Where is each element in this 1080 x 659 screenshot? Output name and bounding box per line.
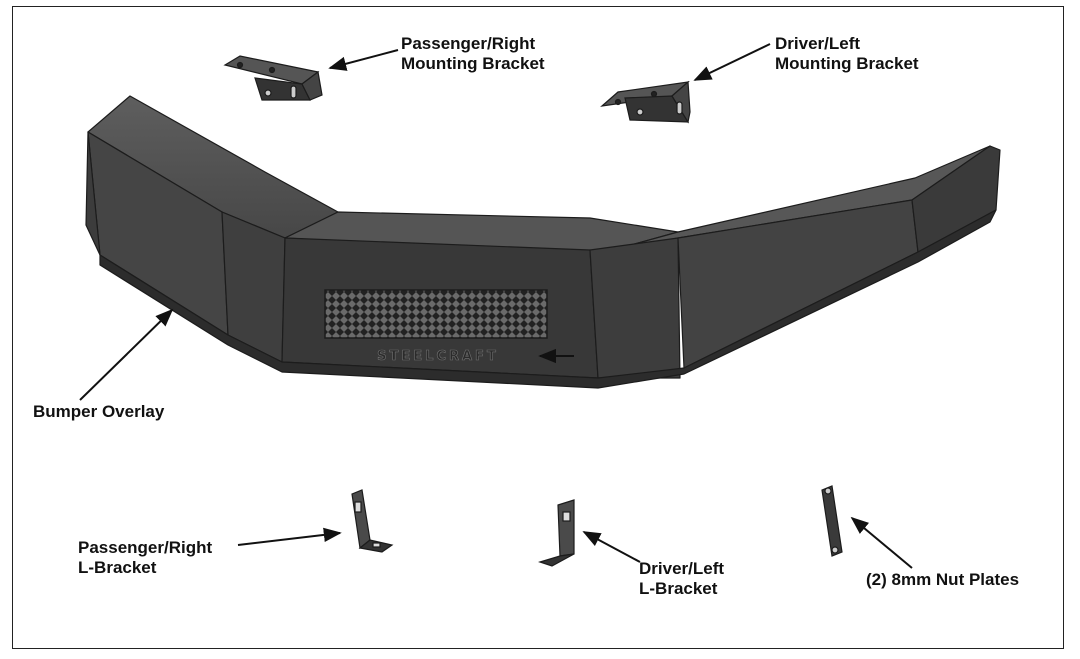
label-line: Driver/Left [639, 559, 725, 578]
label-line: L-Bracket [639, 579, 718, 598]
label-line: Driver/Left [775, 34, 861, 53]
mesh-grille [324, 289, 548, 339]
nut-plate-part [821, 485, 843, 557]
driver-l-bracket-part [538, 499, 575, 567]
label-line: Mounting Bracket [775, 54, 919, 73]
driver-mounting-bracket-label: Driver/Left Mounting Bracket [775, 34, 919, 74]
arrow-driver-mount [693, 43, 771, 81]
passenger-mounting-bracket-label: Passenger/Right Mounting Bracket [401, 34, 545, 74]
label-line: Mounting Bracket [401, 54, 545, 73]
steelcraft-logo: STEELCRAFT [377, 349, 499, 364]
bumper-overlay-label: Bumper Overlay [33, 402, 164, 422]
arrow-driver-lbracket [582, 531, 641, 563]
arrow-passenger-mount [328, 49, 399, 71]
passenger-mounting-bracket-part [223, 55, 323, 101]
bumper-overlay-part [85, 95, 1001, 389]
driver-mounting-bracket-part [600, 80, 691, 124]
label-line: (2) 8mm Nut Plates [866, 570, 1020, 589]
passenger-l-bracket-part [351, 489, 394, 553]
label-line: L-Bracket [78, 558, 157, 577]
arrow-bumper-overlay [79, 308, 174, 401]
label-line: Bumper Overlay [33, 402, 165, 421]
label-line: Passenger/Right [78, 538, 213, 557]
leader-arrows [79, 43, 913, 569]
driver-l-bracket-label: Driver/Left L-Bracket [639, 559, 724, 599]
label-line: Passenger/Right [401, 34, 536, 53]
passenger-l-bracket-label: Passenger/Right L-Bracket [78, 538, 212, 578]
arrow-nut-plates [850, 516, 913, 569]
nut-plates-label: (2) 8mm Nut Plates [866, 570, 1019, 590]
arrow-passenger-lbracket [237, 527, 342, 546]
